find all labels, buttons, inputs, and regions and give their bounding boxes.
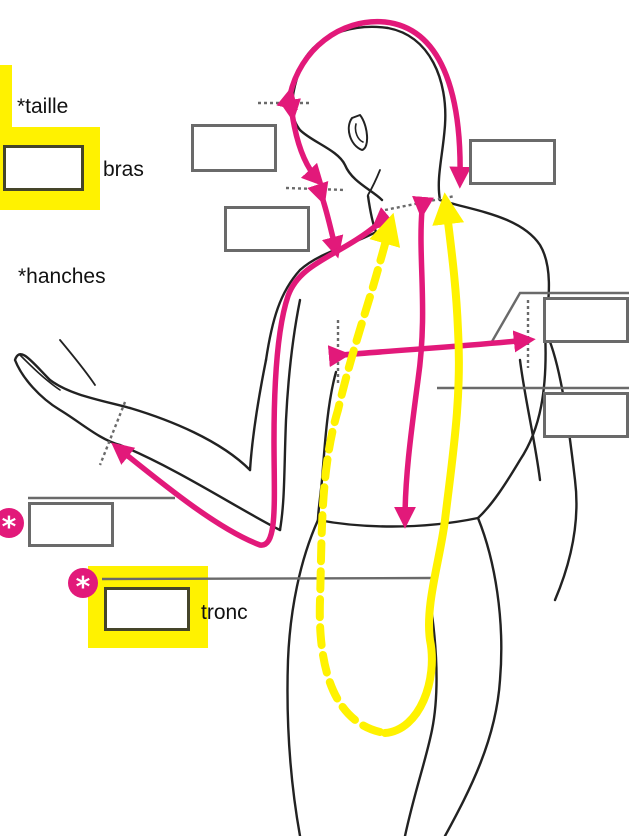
dotted-reference-lines — [100, 103, 528, 465]
forearm-top — [130, 408, 250, 470]
hand-fingers — [20, 355, 60, 390]
answer-box-shoulder-right[interactable] — [543, 297, 629, 343]
answer-box-tronc[interactable] — [104, 587, 190, 631]
head-back-outline — [297, 27, 445, 200]
label-tronc: tronc — [201, 602, 248, 623]
arrow-neck — [322, 197, 336, 250]
arrow-face-height — [292, 113, 318, 180]
arrow-head-circumference — [290, 22, 460, 180]
arrow-shoulder-width — [342, 340, 527, 355]
back-right-arm — [545, 330, 576, 600]
back-waist — [478, 330, 546, 518]
label-hanches: *hanches — [18, 266, 106, 287]
label-taille: *taille — [17, 96, 68, 117]
upper-arm-outer — [250, 360, 266, 470]
forearm-bottom — [120, 445, 280, 530]
hip-right — [445, 518, 501, 836]
answer-box-neck-left[interactable] — [224, 206, 310, 252]
arrow-back-length — [405, 210, 423, 520]
answer-box-head-right[interactable] — [469, 139, 556, 185]
upper-arm-inner — [280, 300, 300, 530]
arrow-trunk-front-dashed — [320, 225, 390, 732]
face-outline — [292, 78, 382, 200]
ear-inner — [355, 124, 363, 142]
hand-thumb — [60, 340, 95, 385]
waist-band — [318, 518, 478, 527]
hip-left — [288, 520, 319, 836]
asterisk-marker-tronc: * — [68, 568, 98, 598]
label-bras: bras — [103, 159, 144, 180]
ear — [349, 115, 367, 150]
answer-box-bras[interactable] — [3, 145, 84, 191]
answer-box-back-right[interactable] — [543, 392, 629, 438]
yellow-arrows — [320, 205, 459, 733]
wrist-dots — [100, 402, 125, 465]
answer-box-waist-left[interactable] — [28, 502, 114, 547]
jaw-line — [368, 170, 380, 195]
answer-box-head-left[interactable] — [191, 124, 277, 172]
leader-tronc — [102, 578, 435, 579]
chin-dots — [286, 188, 346, 190]
